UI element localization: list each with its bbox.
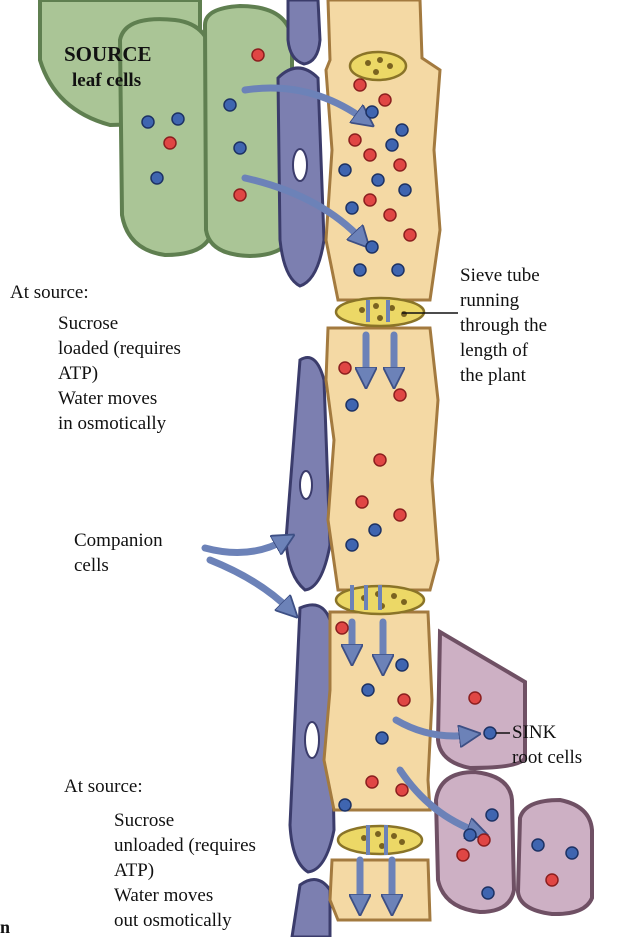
companion-cells: [278, 0, 334, 937]
source-details: Sucrose loaded (requires ATP) Water move…: [58, 311, 181, 436]
sieve-plate-2: [336, 298, 424, 326]
source-title: SOURCE: [64, 42, 152, 67]
sink-label: SINK root cells: [512, 720, 582, 770]
companion-cell-bottom: [292, 880, 330, 937]
source-subtitle: leaf cells: [72, 68, 141, 93]
companion-cell-top: [288, 0, 320, 64]
sieve-tube-label: Sieve tube running through the length of…: [460, 263, 547, 388]
sink-details: Sucrose unloaded (requires ATP) Water mo…: [114, 808, 256, 933]
source-leaf-cells: [40, 0, 292, 256]
corner-fragment: n: [0, 918, 10, 936]
root-cell-3: [518, 800, 592, 914]
sieve-plate-4: [338, 826, 422, 854]
companion-cells-label: Companion cells: [74, 528, 163, 578]
sieve-element-4: [330, 860, 430, 920]
sink-root-cells: [436, 632, 592, 914]
sieve-plate-1: [350, 52, 406, 80]
root-cell-2: [436, 772, 514, 912]
arrow-companion-1: [205, 540, 285, 553]
sink-heading: At source:: [64, 774, 143, 799]
arrow-companion-2: [210, 560, 290, 610]
sieve-element-1: [326, 0, 440, 300]
source-heading: At source:: [10, 280, 89, 305]
